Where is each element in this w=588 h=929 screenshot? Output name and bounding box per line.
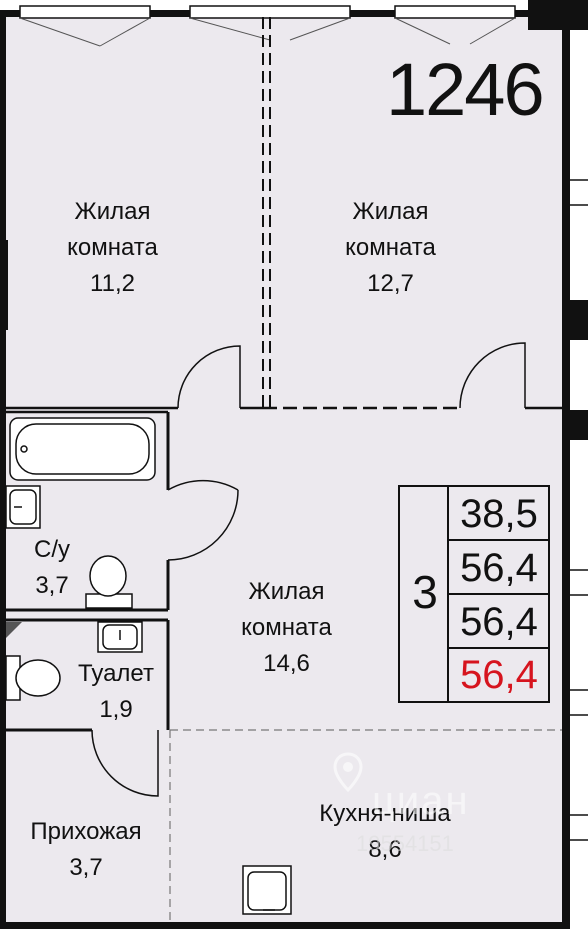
apartment-number: 1246 xyxy=(386,48,545,131)
toilet-room-toilet-icon xyxy=(5,655,61,701)
bathtub-icon xyxy=(9,417,156,481)
room-name: Жилая xyxy=(248,578,325,605)
room-name: С/у xyxy=(34,536,70,563)
room-name: Прихожая xyxy=(30,818,142,845)
room-name: Туалет xyxy=(78,660,154,687)
windows-top xyxy=(19,5,516,19)
area-value-highlighted: 56,4 xyxy=(460,653,538,697)
rooms-count: 3 xyxy=(412,566,438,618)
room-area: 11,2 xyxy=(90,270,135,297)
room-label-living-3: Жилая комната 14,6 xyxy=(214,574,359,682)
room-label-toilet: Туалет 1,9 xyxy=(66,656,166,728)
room-label-living-1: Жилая комната 11,2 xyxy=(40,194,185,302)
interior-walls xyxy=(6,17,562,732)
room-name: Жилая xyxy=(74,198,151,225)
watermark-pin-icon xyxy=(333,752,363,792)
room-area: 3,7 xyxy=(69,854,103,881)
area-table xyxy=(398,485,550,703)
watermark-brand: циан xyxy=(372,779,470,823)
room-name: комната xyxy=(345,234,436,261)
toilet-room-sink-icon xyxy=(97,621,143,653)
area-value: 56,4 xyxy=(460,600,538,644)
room-name: комната xyxy=(67,234,158,261)
riser-corner xyxy=(6,622,22,638)
kitchen-sink-icon xyxy=(242,865,292,915)
room-area: 1,9 xyxy=(99,696,133,723)
room-label-kitchen: Кухня-ниша 8,6 xyxy=(300,796,470,868)
area-value: 38,5 xyxy=(460,492,538,536)
room-name: Кухня-ниша xyxy=(319,800,451,827)
area-value: 56,4 xyxy=(460,546,538,590)
room-name: комната xyxy=(241,614,332,641)
room-label-living-2: Жилая комната 12,7 xyxy=(318,194,463,302)
watermark-id: 19554151 xyxy=(356,831,454,856)
room-label-bathroom: С/у 3,7 xyxy=(22,532,82,604)
room-label-hallway: Прихожая 3,7 xyxy=(14,814,158,886)
kitchen-divider xyxy=(169,729,562,922)
room-name: Жилая xyxy=(352,198,429,225)
toilet-icon xyxy=(85,555,133,609)
room-area: 12,7 xyxy=(367,270,414,297)
room-area: 8,6 xyxy=(368,836,402,863)
window-sashes xyxy=(19,17,516,47)
windows-right xyxy=(570,179,588,841)
door-swings xyxy=(91,342,526,797)
room-area: 14,6 xyxy=(263,650,310,677)
room-area: 3,7 xyxy=(35,572,69,599)
bathroom-sink-icon xyxy=(5,485,41,529)
